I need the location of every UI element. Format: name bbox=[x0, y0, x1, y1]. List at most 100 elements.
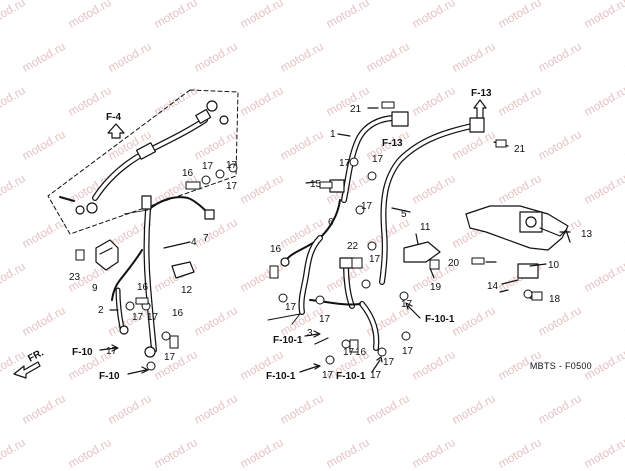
bolt-16 bbox=[169, 335, 179, 349]
callout-17: 17 bbox=[361, 201, 373, 212]
callout-17: 17 bbox=[285, 302, 297, 313]
bolt-15 bbox=[319, 181, 333, 189]
callout-17: 17 bbox=[322, 370, 334, 381]
bolt-18 bbox=[531, 291, 543, 301]
callout-5: 5 bbox=[401, 209, 407, 220]
callout-17: 17 bbox=[372, 154, 384, 165]
callout-17: 17 bbox=[369, 254, 381, 265]
washer-17 bbox=[349, 157, 359, 167]
callout-17: 17 bbox=[132, 312, 144, 323]
washer-17 bbox=[367, 241, 377, 251]
callout-17: 17 bbox=[343, 347, 355, 358]
callout-21: 21 bbox=[350, 104, 362, 115]
bolt-22 bbox=[351, 257, 363, 269]
callout-17: 17 bbox=[402, 346, 414, 357]
callout-17: 17 bbox=[401, 299, 413, 310]
callout-17: 17 bbox=[106, 346, 118, 357]
bolt-21 bbox=[495, 139, 507, 148]
callout-16: 16 bbox=[270, 244, 282, 255]
reference-f13-mid: F-13 bbox=[382, 138, 403, 149]
callout-17: 17 bbox=[370, 370, 382, 381]
callout-19: 19 bbox=[430, 282, 442, 293]
washer-17 bbox=[401, 331, 411, 341]
callout-23: 23 bbox=[69, 272, 81, 283]
bolt-23 bbox=[75, 249, 85, 261]
callout-11: 11 bbox=[420, 222, 431, 233]
callout-17: 17 bbox=[202, 161, 214, 172]
callout-20: 20 bbox=[448, 258, 460, 269]
front-indicator-label: FR. bbox=[26, 347, 46, 364]
callout-21: 21 bbox=[514, 144, 526, 155]
valve-assembly-13 bbox=[465, 205, 571, 279]
callout-16: 16 bbox=[172, 308, 184, 319]
washer-17 bbox=[361, 279, 371, 289]
f4-up-arrow bbox=[107, 123, 125, 139]
nut-19 bbox=[429, 259, 440, 270]
reference-f10-1-d: F-10-1 bbox=[336, 371, 366, 382]
bolt-16 bbox=[185, 181, 201, 190]
reference-f4: F-4 bbox=[106, 112, 121, 123]
callout-10: 10 bbox=[548, 260, 560, 271]
callout-16: 16 bbox=[182, 168, 194, 179]
inset-dashed-frame bbox=[47, 89, 239, 235]
callout-16: 16 bbox=[355, 347, 367, 358]
callout-15: 15 bbox=[310, 179, 322, 190]
f13-arrow bbox=[473, 99, 487, 119]
callout-9: 9 bbox=[92, 283, 98, 294]
reference-f13-top: F-13 bbox=[471, 88, 492, 99]
washer-17 bbox=[399, 291, 409, 301]
callout-6: 6 bbox=[328, 217, 334, 228]
callout-22: 22 bbox=[347, 241, 359, 252]
clamp-11 bbox=[403, 241, 441, 263]
callout-14: 14 bbox=[487, 281, 499, 292]
bolt-16 bbox=[349, 339, 359, 353]
washer-17 bbox=[146, 361, 156, 371]
bolt-16 bbox=[269, 265, 279, 279]
brake-hose-1 bbox=[341, 111, 409, 203]
washer-17 bbox=[325, 355, 335, 365]
reference-f10-1-a: F-10-1 bbox=[273, 335, 303, 346]
callout-17: 17 bbox=[147, 312, 159, 323]
callout-2: 2 bbox=[98, 305, 104, 316]
washer-17 bbox=[355, 205, 365, 215]
callout-17: 17 bbox=[383, 357, 395, 368]
reference-f10-1-b: F-10-1 bbox=[425, 314, 455, 325]
callout-17: 17 bbox=[339, 158, 351, 169]
bracket-9 bbox=[95, 239, 119, 271]
callout-17: 17 bbox=[319, 314, 331, 325]
callout-13: 13 bbox=[581, 229, 593, 240]
callout-4: 4 bbox=[191, 237, 197, 248]
frame-code: MBTS - F0500 bbox=[529, 361, 592, 371]
callout-3: 3 bbox=[307, 328, 313, 339]
inset-brake-hose bbox=[59, 100, 229, 215]
clamp-12 bbox=[171, 261, 195, 279]
washer-17 bbox=[315, 295, 325, 305]
callout-12: 12 bbox=[181, 285, 193, 296]
brake-pipe-6 bbox=[280, 179, 345, 315]
callout-18: 18 bbox=[549, 294, 561, 305]
reference-f10-b: F-10 bbox=[99, 371, 120, 382]
callout-17: 17 bbox=[226, 181, 238, 192]
washer-17 bbox=[278, 293, 288, 303]
callout-1: 1 bbox=[330, 129, 336, 140]
reference-f10-a: F-10 bbox=[72, 347, 93, 358]
callout-17: 17 bbox=[164, 352, 176, 363]
washer-17 bbox=[523, 289, 533, 299]
front-left-brake-line bbox=[111, 195, 215, 358]
washer-17 bbox=[201, 175, 211, 185]
washer-17 bbox=[377, 347, 387, 357]
reference-f10-1-c: F-10-1 bbox=[266, 371, 296, 382]
callout-7: 7 bbox=[203, 233, 209, 244]
washer-17 bbox=[161, 331, 171, 341]
bolt-16 bbox=[135, 297, 149, 305]
brake-hose-3 bbox=[309, 257, 380, 351]
bolt-21 bbox=[381, 101, 395, 109]
callout-16: 16 bbox=[137, 282, 149, 293]
washer-17 bbox=[367, 171, 377, 181]
washer-17 bbox=[215, 169, 225, 179]
front-arrow bbox=[13, 361, 41, 379]
callout-17: 17 bbox=[226, 160, 238, 171]
washer-17 bbox=[228, 163, 238, 173]
